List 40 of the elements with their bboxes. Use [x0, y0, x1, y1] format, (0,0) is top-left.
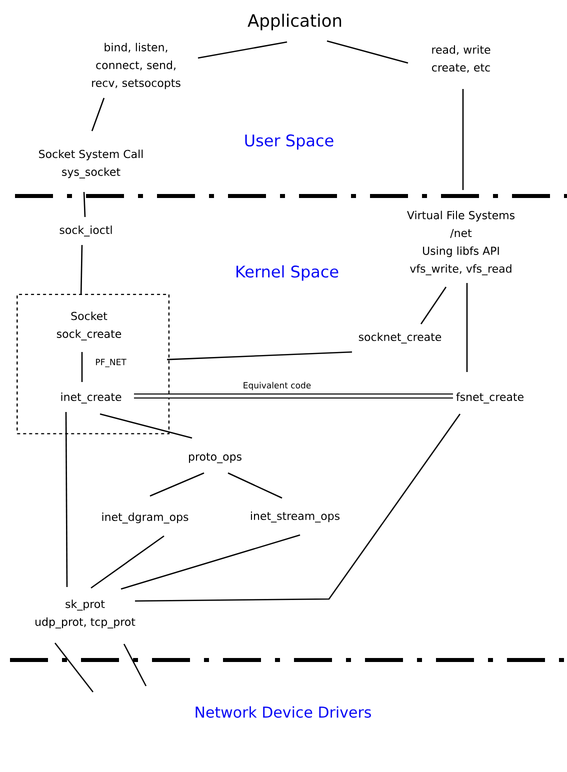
layer-label: Kernel Space [236, 265, 338, 281]
connector-line [54, 642, 94, 692]
function-text: socknet_create [358, 332, 442, 344]
connector-line [134, 414, 461, 602]
connector-line [91, 98, 105, 132]
function-text: inet_dgram_ops [102, 512, 188, 524]
edge-label: PF_NET [94, 358, 128, 368]
function-text: inet_create [61, 392, 122, 404]
function-text: sock_ioctl [60, 226, 112, 236]
layer-label: User Space [245, 134, 334, 150]
connector-line [462, 89, 464, 190]
connector-line [65, 412, 68, 587]
connector-line [80, 245, 83, 295]
heading-text: Application [248, 14, 342, 30]
connector-line [228, 472, 282, 499]
connector-line [123, 644, 147, 686]
connector-line [150, 472, 204, 497]
function-text: sk_prot udp_prot, tcp_prot [36, 600, 136, 628]
connector-line [83, 192, 86, 218]
function-text: Virtual File Systems /net Using libfs API vfs_write, vfs_read [407, 210, 514, 276]
connector-line [198, 41, 288, 59]
connector-line [466, 283, 468, 372]
function-text: Socket sock_create [56, 312, 122, 340]
connector-line [134, 394, 453, 398]
edge-label: Equivalent code [242, 380, 312, 392]
function-text: Socket System Call sys_socket [39, 150, 143, 178]
call-list-text: bind, listen, connect, send, recv, setsocopts [92, 42, 180, 90]
connector-line [120, 534, 300, 590]
connector-line [81, 352, 83, 382]
connector-line [326, 40, 408, 64]
function-text: inet_stream_ops [250, 512, 340, 522]
connector-line [167, 351, 352, 360]
function-text: fsnet_create [456, 392, 524, 404]
connector-line [100, 413, 192, 439]
call-list-text: read, write create, etc [432, 45, 490, 73]
dotted-box [16, 294, 170, 434]
layer-label: Network Device Drivers [196, 706, 371, 718]
connector-line [90, 535, 164, 589]
function-text: proto_ops [189, 452, 242, 464]
connector-line [420, 286, 447, 324]
